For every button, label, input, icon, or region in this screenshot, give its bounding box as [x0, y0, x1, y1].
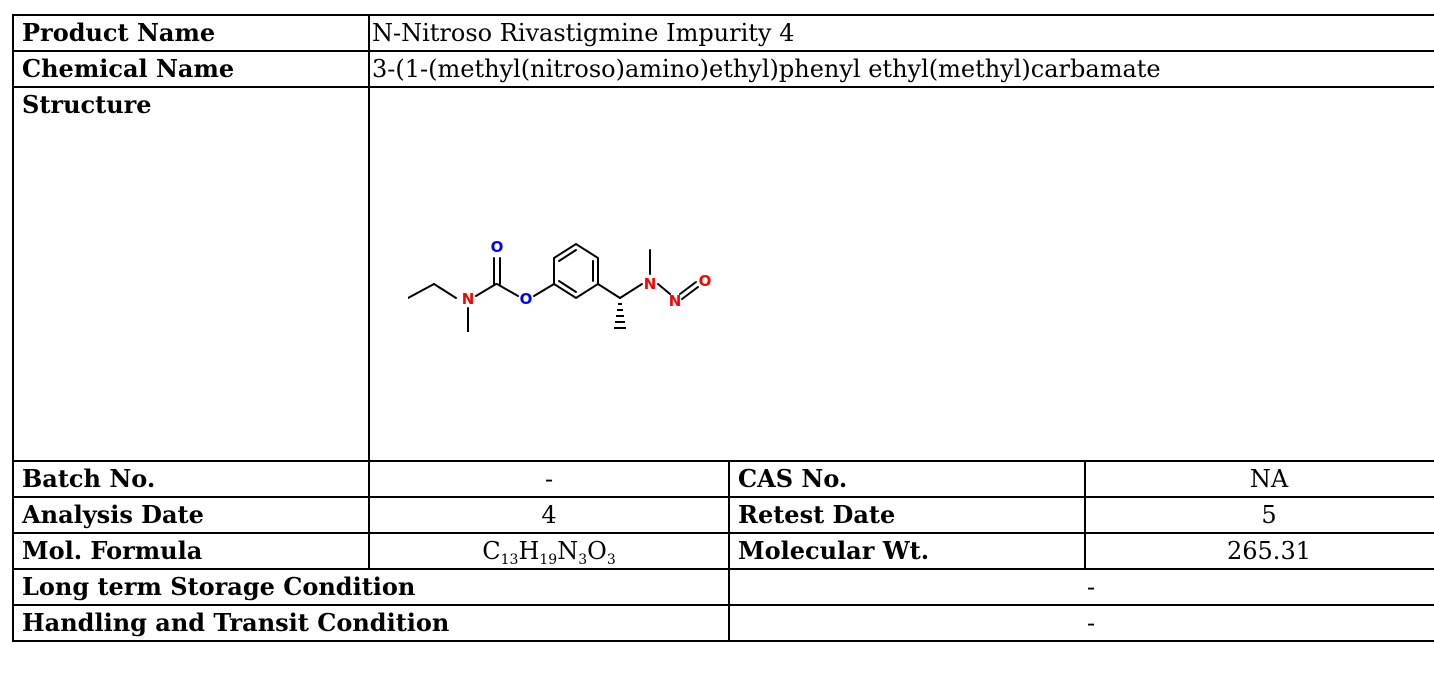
formula-element: C — [482, 537, 501, 565]
formula-element: H — [518, 537, 540, 565]
bond — [433, 283, 457, 299]
retest-date-label: Retest Date — [728, 496, 1086, 534]
bond — [597, 283, 621, 299]
analysis-date-value: 4 — [368, 496, 730, 534]
chemical-name-row: Chemical Name 3-(1-(methyl(nitroso)amino… — [12, 50, 1434, 88]
bond — [681, 286, 699, 300]
nitroso-oxygen-atom: O — [699, 272, 712, 290]
bond — [408, 283, 435, 299]
bond — [558, 280, 577, 293]
molecular-wt-label: Molecular Wt. — [728, 532, 1086, 570]
molecular-wt-value: 265.31 — [1084, 532, 1434, 570]
batch-no-value: - — [368, 460, 730, 498]
cas-no-label: CAS No. — [728, 460, 1086, 498]
formula-element: O — [587, 537, 607, 565]
formula-count: 13 — [500, 552, 519, 568]
bond — [679, 281, 697, 295]
long-term-storage-value: - — [728, 568, 1434, 606]
bond — [619, 283, 643, 299]
bond — [496, 283, 519, 297]
bond — [475, 283, 497, 297]
benzene-ring — [553, 242, 599, 300]
mol-formula-label: Mol. Formula — [12, 532, 370, 570]
chemical-name-label: Chemical Name — [12, 50, 370, 88]
structure-cell: O O N N N O — [368, 86, 1434, 462]
retest-date-value: 5 — [1084, 496, 1434, 534]
handling-transit-row: Handling and Transit Condition - — [12, 604, 1434, 642]
bond — [533, 283, 555, 297]
product-name-label: Product Name — [12, 14, 370, 52]
long-term-storage-row: Long term Storage Condition - — [12, 568, 1434, 606]
carbonyl-oxygen-atom: O — [491, 238, 504, 256]
batch-cas-row: Batch No. - CAS No. NA — [12, 460, 1434, 498]
chemical-structure-image: O O N N N O — [408, 238, 712, 332]
mol-formula-value: C13H19N3O3 — [368, 532, 730, 570]
long-term-storage-label: Long term Storage Condition — [12, 568, 730, 606]
bond — [657, 283, 671, 295]
certificate-table: Product Name N-Nitroso Rivastigmine Impu… — [12, 14, 1434, 642]
batch-no-label: Batch No. — [12, 460, 370, 498]
product-name-value: N-Nitroso Rivastigmine Impurity 4 — [368, 14, 1434, 52]
ester-oxygen-atom: O — [520, 290, 533, 308]
dates-row: Analysis Date 4 Retest Date 5 — [12, 496, 1434, 534]
nitroso-nitrogen-atom: N — [669, 292, 682, 310]
handling-transit-value: - — [728, 604, 1434, 642]
formula-count: 3 — [578, 552, 588, 568]
carbamate-nitrogen-atom: N — [462, 290, 475, 308]
chemical-name-value: 3-(1-(methyl(nitroso)amino)ethyl)phenyl … — [368, 50, 1434, 88]
structure-row: Structure — [12, 86, 1434, 462]
formula-element: N — [557, 537, 579, 565]
structure-label: Structure — [12, 86, 370, 462]
amine-nitrogen-atom: N — [644, 275, 657, 293]
formula-count: 19 — [539, 552, 558, 568]
handling-transit-label: Handling and Transit Condition — [12, 604, 730, 642]
formula-weight-row: Mol. Formula C13H19N3O3 Molecular Wt. 26… — [12, 532, 1434, 570]
bond — [558, 249, 577, 262]
analysis-date-label: Analysis Date — [12, 496, 370, 534]
formula-count: 3 — [606, 552, 616, 568]
cas-no-value: NA — [1084, 460, 1434, 498]
product-name-row: Product Name N-Nitroso Rivastigmine Impu… — [12, 14, 1434, 52]
